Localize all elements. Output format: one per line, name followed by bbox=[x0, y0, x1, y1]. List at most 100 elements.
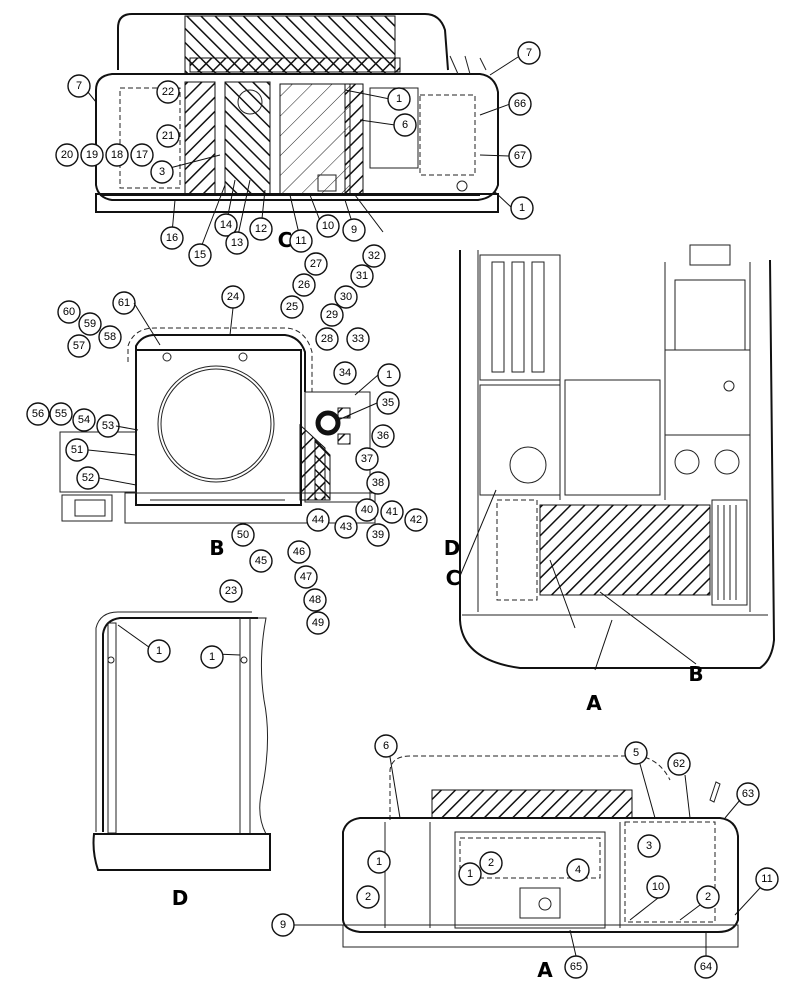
callout-56: 56 bbox=[26, 402, 50, 426]
callout-43: 43 bbox=[334, 515, 358, 539]
callout-1g: 1 bbox=[367, 850, 391, 874]
svg-text:37: 37 bbox=[361, 453, 373, 465]
callout-6b: 6 bbox=[374, 734, 398, 758]
svg-text:64: 64 bbox=[700, 961, 712, 973]
svg-text:10: 10 bbox=[322, 220, 334, 232]
callout-55: 55 bbox=[49, 402, 73, 426]
callout-41: 41 bbox=[380, 500, 404, 524]
svg-text:35: 35 bbox=[382, 397, 394, 409]
callout-1e: 1 bbox=[147, 639, 171, 663]
callout-12: 12 bbox=[249, 217, 273, 241]
callout-4: 4 bbox=[566, 858, 590, 882]
svg-text:9: 9 bbox=[351, 224, 357, 236]
callout-10: 10 bbox=[316, 214, 340, 238]
callout-32: 32 bbox=[362, 244, 386, 268]
svg-text:27: 27 bbox=[310, 258, 322, 270]
callout-54: 54 bbox=[72, 408, 96, 432]
svg-text:3: 3 bbox=[646, 840, 652, 852]
callout-36: 36 bbox=[371, 424, 395, 448]
callout-33: 33 bbox=[346, 327, 370, 351]
svg-text:66: 66 bbox=[514, 98, 526, 110]
svg-text:33: 33 bbox=[352, 333, 364, 345]
svg-text:1: 1 bbox=[386, 369, 392, 381]
svg-text:40: 40 bbox=[361, 504, 373, 516]
callout-58: 58 bbox=[98, 325, 122, 349]
callout-62: 62 bbox=[667, 752, 691, 776]
callout-52: 52 bbox=[76, 466, 100, 490]
callout-66: 66 bbox=[508, 92, 532, 116]
callout-45: 45 bbox=[249, 549, 273, 573]
svg-text:1: 1 bbox=[519, 202, 525, 214]
callout-13: 13 bbox=[225, 231, 249, 255]
svg-text:9: 9 bbox=[280, 919, 286, 931]
callout-1b: 1 bbox=[510, 196, 534, 220]
callouts: 7 7 1 6 66 67 1 22 21 20 19 18 17 3 16 1… bbox=[26, 41, 779, 982]
callout-20: 20 bbox=[55, 143, 79, 167]
svg-text:12: 12 bbox=[255, 223, 267, 235]
svg-text:44: 44 bbox=[312, 514, 324, 526]
callout-21: 21 bbox=[156, 124, 180, 148]
callout-19: 19 bbox=[80, 143, 104, 167]
callout-3: 3 bbox=[637, 834, 661, 858]
svg-text:13: 13 bbox=[231, 237, 243, 249]
svg-text:53: 53 bbox=[102, 420, 114, 432]
callout-27: 27 bbox=[304, 252, 328, 276]
callout-39: 39 bbox=[366, 523, 390, 547]
callout-28: 28 bbox=[315, 327, 339, 351]
callout-50: 50 bbox=[231, 523, 255, 547]
callout-64: 64 bbox=[694, 955, 718, 979]
svg-text:50: 50 bbox=[237, 529, 249, 541]
callout-47: 47 bbox=[294, 565, 318, 589]
callout-5: 5 bbox=[624, 741, 648, 765]
svg-text:55: 55 bbox=[55, 408, 67, 420]
section-b-view bbox=[59, 327, 376, 524]
callout-60: 60 bbox=[57, 300, 81, 324]
callout-7b: 7 bbox=[517, 41, 541, 65]
callout-1a: 1 bbox=[387, 87, 411, 111]
callout-9: 9 bbox=[342, 218, 366, 242]
callout-1k: 11 bbox=[755, 867, 779, 891]
svg-text:48: 48 bbox=[309, 594, 321, 606]
bottom-view bbox=[342, 755, 739, 948]
callout-1d: 1 bbox=[377, 363, 401, 387]
callout-61: 61 bbox=[112, 291, 136, 315]
callout-57: 57 bbox=[67, 334, 91, 358]
svg-text:20: 20 bbox=[61, 149, 73, 161]
callout-38: 38 bbox=[366, 471, 390, 495]
callout-46: 46 bbox=[287, 540, 311, 564]
svg-text:23: 23 bbox=[225, 585, 237, 597]
top-section-view bbox=[95, 13, 499, 213]
callout-7a: 7 bbox=[67, 74, 91, 98]
view-label-c-top: C bbox=[278, 228, 293, 252]
svg-text:25: 25 bbox=[286, 301, 298, 313]
callout-24: 24 bbox=[221, 285, 245, 309]
callout-1f: 1 bbox=[200, 645, 224, 669]
svg-text:1: 1 bbox=[396, 93, 402, 105]
svg-text:7: 7 bbox=[76, 80, 82, 92]
callout-15: 15 bbox=[188, 243, 212, 267]
callout-44: 44 bbox=[306, 508, 330, 532]
svg-text:6: 6 bbox=[402, 119, 408, 131]
svg-text:41: 41 bbox=[386, 506, 398, 518]
svg-text:18: 18 bbox=[111, 149, 123, 161]
svg-text:6: 6 bbox=[383, 740, 389, 752]
callout-22: 22 bbox=[156, 80, 180, 104]
svg-text:62: 62 bbox=[673, 758, 685, 770]
callout-67: 67 bbox=[508, 144, 532, 168]
callout-18: 18 bbox=[105, 143, 129, 167]
svg-text:43: 43 bbox=[340, 521, 352, 533]
svg-text:67: 67 bbox=[514, 150, 526, 162]
svg-text:45: 45 bbox=[255, 555, 267, 567]
svg-text:2: 2 bbox=[705, 891, 711, 903]
view-label-c-callout: C bbox=[446, 566, 461, 590]
svg-text:30: 30 bbox=[340, 291, 352, 303]
svg-text:31: 31 bbox=[356, 270, 368, 282]
callout-2c: 2 bbox=[696, 885, 720, 909]
svg-text:2: 2 bbox=[365, 891, 371, 903]
svg-text:11: 11 bbox=[761, 873, 772, 885]
svg-text:56: 56 bbox=[32, 408, 44, 420]
callout-48: 48 bbox=[303, 588, 327, 612]
callout-42: 42 bbox=[404, 508, 428, 532]
svg-text:4: 4 bbox=[575, 864, 581, 876]
